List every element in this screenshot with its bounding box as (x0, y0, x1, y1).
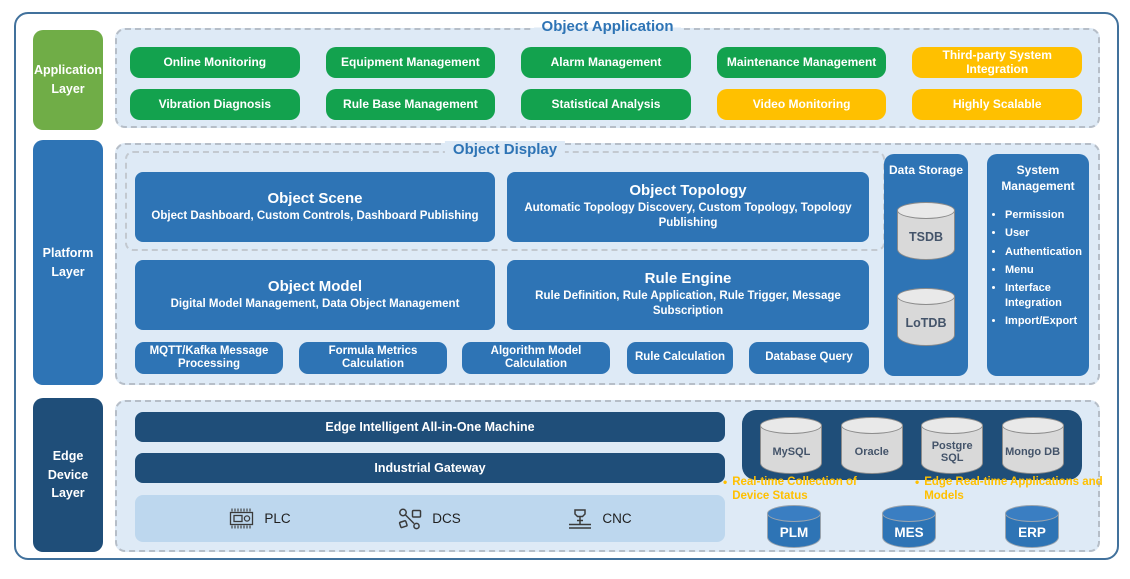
mes-cylinder: MES (882, 505, 936, 548)
list-item: Interface Integration (1005, 281, 1085, 310)
device-plc: PLC (228, 507, 291, 530)
device-dcs: DCS (397, 507, 461, 531)
cylinder-top (897, 202, 955, 219)
postgresql-cylinder: Postgre SQL (921, 417, 984, 474)
data-storage-panel: Data Storage TSDB LoTDB (884, 154, 968, 376)
cylinder-top (1001, 417, 1064, 434)
card-object-topology: Object Topology Automatic Topology Disco… (507, 172, 869, 242)
data-storage-title: Data Storage (888, 163, 964, 177)
card-title: Object Scene (267, 189, 363, 207)
device-label: PLC (264, 511, 291, 526)
note-text: Edge Real-time Applications and Models (924, 476, 1103, 503)
postgresql-label: Postgre SQL (931, 439, 973, 464)
edge-container: Edge Intelligent All-in-One Machine Indu… (115, 400, 1103, 552)
edge-device-layer-label: Edge Device Layer (33, 398, 103, 552)
erp-cylinder: ERP (1005, 505, 1059, 548)
card-subtitle: Rule Definition, Rule Application, Rule … (535, 289, 841, 318)
note-text: Real-time Collection of Device Status (732, 476, 857, 503)
device-cnc: CNC (567, 507, 632, 531)
card-subtitle: Digital Model Management, Data Object Ma… (170, 297, 460, 310)
cylinder-top (840, 417, 903, 434)
cylinder-top (882, 505, 936, 522)
bullet-icon: • (915, 475, 920, 489)
cylinder-top (897, 288, 955, 305)
chip-formula-metrics-calculation: Formula Metrics Calculation (299, 342, 447, 374)
button-rule-base-management: Rule Base Management (325, 89, 496, 120)
device-label: DCS (432, 511, 461, 526)
edge-database-panel: MySQL Oracle Postgre SQL Mongo DB (742, 410, 1082, 480)
tsdb-label: TSDB (908, 229, 944, 244)
platform-container: Object Display Object Scene Object Dashb… (115, 141, 1100, 385)
chip-rule-calculation: Rule Calculation (627, 342, 733, 374)
mysql-label: MySQL (772, 445, 811, 458)
object-display-box: Object Display (125, 141, 885, 251)
note-realtime-collection: • Real-time Collection of Device Status (723, 475, 895, 504)
button-video-monitoring: Video Monitoring (716, 89, 887, 120)
mysql-cylinder: MySQL (760, 417, 823, 474)
application-layer-label: Application Layer (33, 30, 103, 130)
card-subtitle: Object Dashboard, Custom Controls, Dashb… (151, 209, 479, 222)
plm-label: PLM (779, 524, 809, 540)
system-management-list: Permission User Authentication Menu Inte… (1005, 208, 1089, 328)
list-item: User (1005, 226, 1085, 240)
plm-cylinder: PLM (767, 505, 821, 548)
oracle-label: Oracle (854, 445, 889, 458)
device-label: CNC (602, 511, 632, 526)
button-equipment-management: Equipment Management (325, 47, 496, 78)
button-online-monitoring: Online Monitoring (130, 47, 300, 78)
plc-icon (228, 507, 255, 530)
cylinder-top (767, 505, 821, 522)
cnc-icon (567, 507, 593, 531)
list-item: Import/Export (1005, 314, 1085, 328)
cylinder-top (921, 417, 984, 434)
tsdb-cylinder: TSDB (897, 202, 955, 260)
cylinder-top (1005, 505, 1059, 522)
outer-frame (14, 12, 1119, 560)
button-highly-scalable: Highly Scalable (912, 89, 1082, 120)
system-management-panel: System Management Permission User Authen… (987, 154, 1089, 376)
list-item: Authentication (1005, 245, 1085, 259)
card-title: Object Model (267, 277, 363, 295)
lotdb-label: LoTDB (905, 315, 947, 330)
button-vibration-diagnosis: Vibration Diagnosis (130, 89, 300, 120)
object-application-container: Object Application Online Monitoring Equ… (115, 18, 1100, 128)
card-title: Object Topology (629, 182, 747, 200)
edge-all-in-one-machine-bar: Edge Intelligent All-in-One Machine (135, 412, 725, 442)
erp-label: ERP (1018, 524, 1046, 540)
oracle-cylinder: Oracle (840, 417, 903, 474)
object-display-title: Object Display (444, 141, 566, 158)
platform-layer-label: Platform Layer (33, 140, 103, 385)
industrial-gateway-bar: Industrial Gateway (135, 453, 725, 483)
mongodb-cylinder: Mongo DB (1001, 417, 1064, 474)
field-devices-bar: PLC DCS (135, 495, 725, 542)
lotdb-cylinder: LoTDB (897, 288, 955, 346)
card-object-model: Object Model Digital Model Management, D… (135, 260, 495, 330)
card-object-scene: Object Scene Object Dashboard, Custom Co… (135, 172, 495, 242)
object-application-title: Object Application (533, 18, 682, 35)
application-buttons-grid: Online Monitoring Equipment Management A… (130, 47, 1082, 120)
bullet-icon: • (723, 475, 728, 489)
chip-mqtt-kafka-message-processing: MQTT/Kafka Message Processing (135, 342, 283, 374)
button-statistical-analysis: Statistical Analysis (521, 89, 691, 120)
button-third-party-system-integration: Third-party System Integration (912, 47, 1082, 78)
card-rule-engine: Rule Engine Rule Definition, Rule Applic… (507, 260, 869, 330)
button-maintenance-management: Maintenance Management (716, 47, 887, 78)
note-edge-realtime-apps: • Edge Real-time Applications and Models (915, 475, 1107, 504)
card-title: Rule Engine (644, 270, 732, 288)
button-alarm-management: Alarm Management (521, 47, 691, 78)
dcs-icon (397, 507, 423, 531)
chip-database-query: Database Query (749, 342, 869, 374)
system-management-title: System Management (1001, 163, 1075, 193)
mongodb-label: Mongo DB (1005, 445, 1061, 458)
card-subtitle: Automatic Topology Discovery, Custom Top… (524, 201, 852, 230)
cylinder-top (760, 417, 823, 434)
chip-algorithm-model-calculation: Algorithm Model Calculation (462, 342, 610, 374)
list-item: Menu (1005, 263, 1085, 277)
mes-label: MES (894, 524, 924, 540)
list-item: Permission (1005, 208, 1085, 222)
